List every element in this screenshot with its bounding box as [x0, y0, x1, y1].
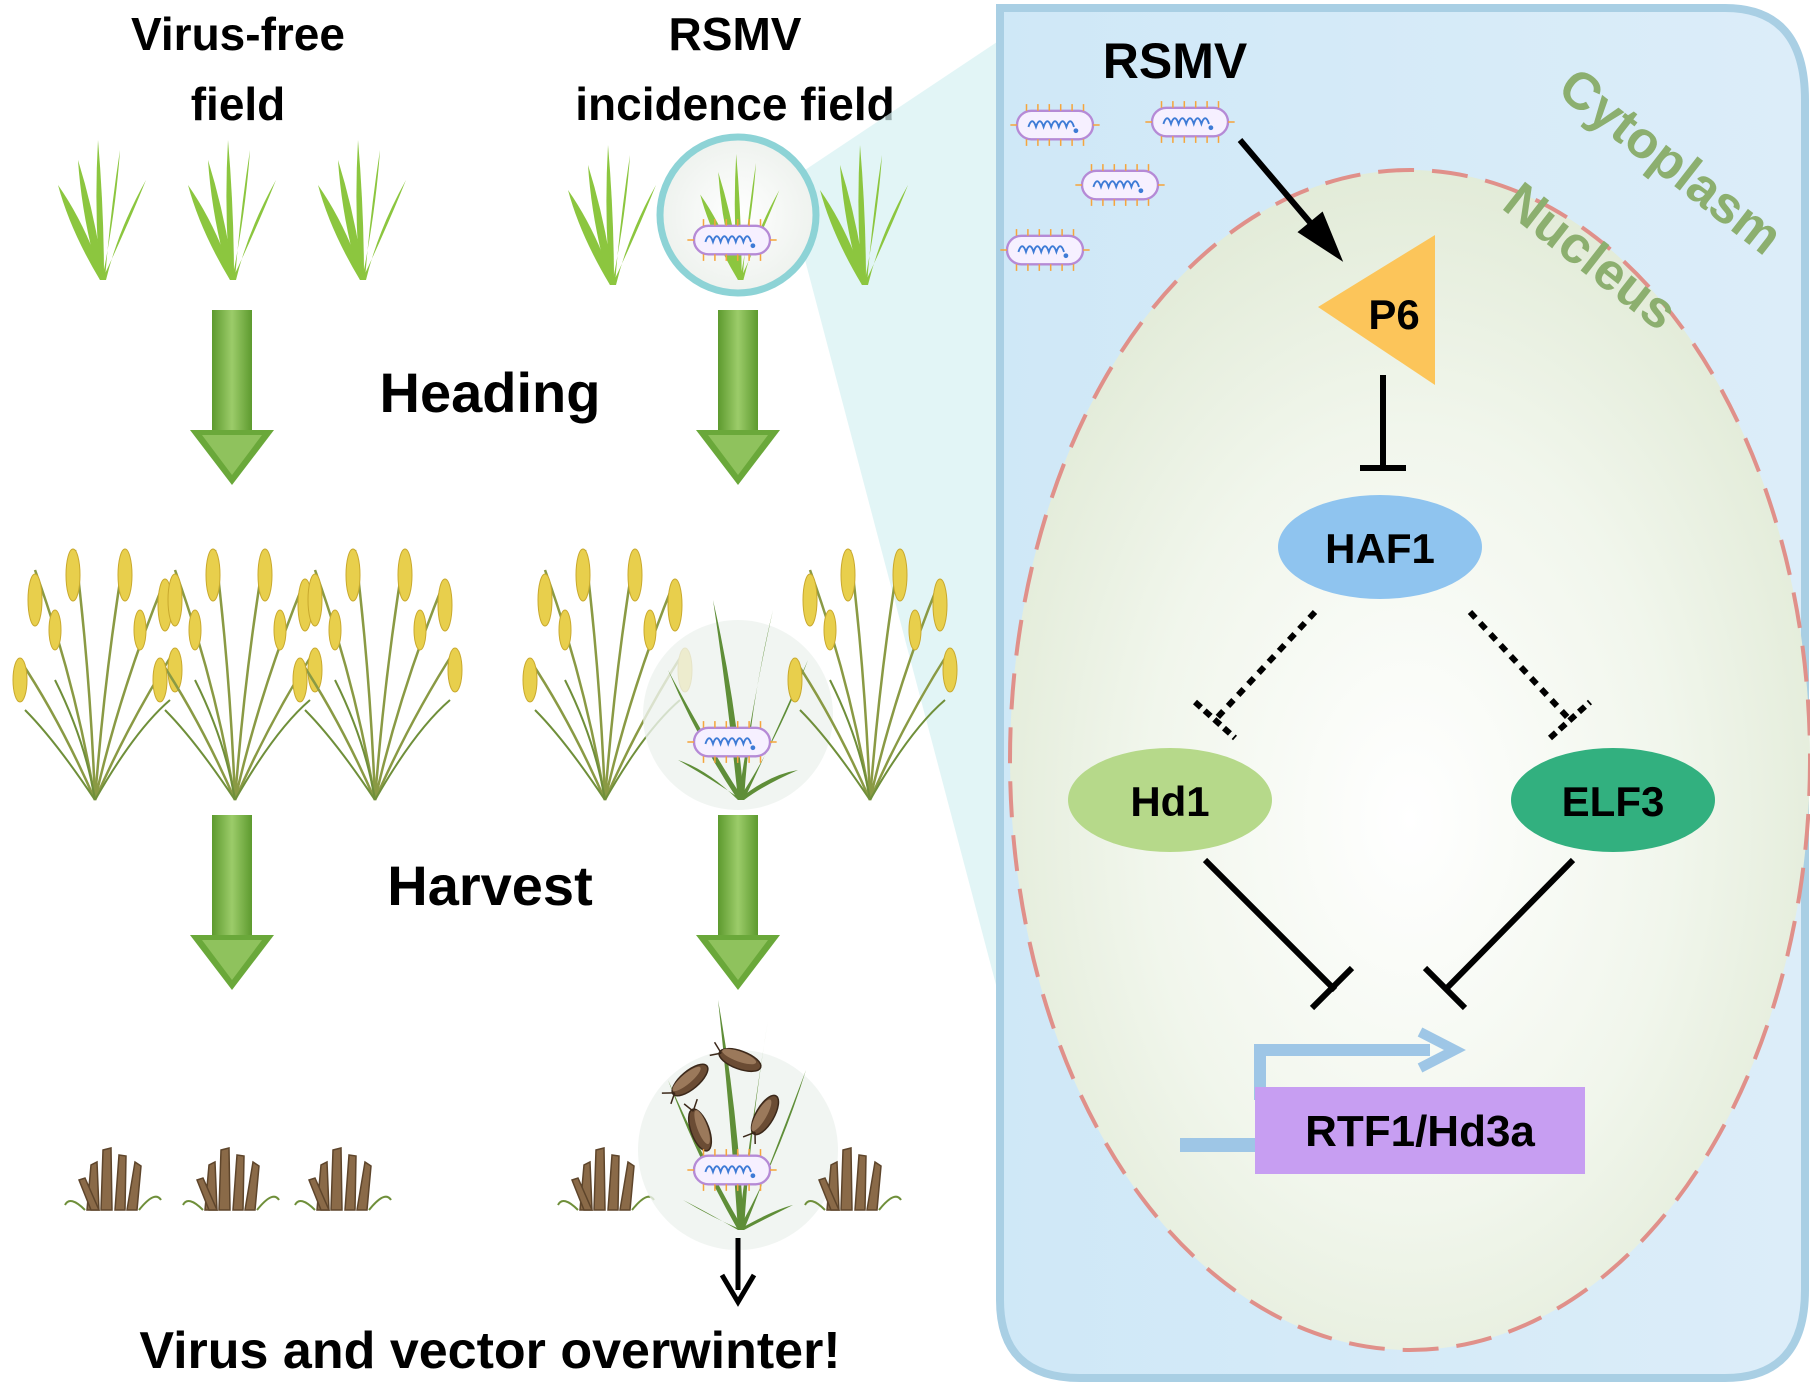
haf1-node — [1278, 495, 1482, 599]
rice-seedling-icon — [318, 140, 406, 280]
stubble-row-virus-free — [64, 1147, 392, 1211]
seedling-row-virus-free — [58, 140, 406, 280]
mature-row-virus-free — [11, 547, 464, 802]
rsmv-field-title-line1: RSMV — [669, 8, 802, 60]
heading-arrow-left — [190, 310, 274, 485]
mature-row-rsmv — [521, 547, 959, 810]
transcription-start-arrow-icon — [1180, 1027, 1466, 1152]
gene-label: RTF1/Hd3a — [1305, 1107, 1535, 1156]
hd1-label: Hd1 — [1130, 778, 1209, 825]
zoom-cone — [805, 40, 1000, 1000]
virus-free-title-line2: field — [191, 78, 286, 130]
overwinter-caption: Virus and vector overwinter! — [139, 1322, 840, 1380]
infected-plant-halo — [643, 620, 833, 810]
cell-virus-label: RSMV — [1103, 33, 1248, 89]
stubble-icon — [64, 1147, 162, 1211]
inhibition-bar-icon — [1202, 857, 1355, 1011]
inhibition-bar-icon — [1360, 375, 1406, 471]
harvest-label: Harvest — [387, 854, 592, 917]
hd1-node — [1068, 748, 1272, 852]
activation-arrow-icon — [1237, 138, 1344, 262]
p6-label: P6 — [1368, 291, 1419, 338]
rice-seedling-icon — [188, 140, 276, 280]
cell-panel: Cytoplasm Nucleus RSMV P6 HAF1 — [996, 4, 1810, 1382]
seedling-row-rsmv — [568, 133, 908, 297]
dotted-inhibition-elf3 — [1467, 609, 1593, 741]
rice-seedling-icon — [58, 140, 146, 280]
harvest-arrow-right — [696, 815, 780, 990]
elf3-label: ELF3 — [1562, 778, 1665, 825]
dotted-inhibition-hd1 — [1192, 609, 1318, 741]
heading-label: Heading — [380, 361, 601, 424]
stubble-row-rsmv — [557, 1000, 902, 1307]
rice-seedling-icon — [568, 145, 656, 285]
stubble-icon — [182, 1147, 280, 1211]
inhibition-bar-icon — [1422, 857, 1576, 1011]
left-panel: Virus-free field RSMV incidence field He… — [11, 8, 1000, 1380]
gene-box — [1255, 1087, 1585, 1174]
stubble-icon — [294, 1147, 392, 1211]
heading-arrow-right — [696, 310, 780, 485]
haf1-label: HAF1 — [1325, 525, 1435, 572]
overwinter-down-arrow-icon — [719, 1238, 757, 1307]
virus-free-title-line1: Virus-free — [131, 8, 345, 60]
rsmv-field-title-line2: incidence field — [575, 78, 895, 130]
nucleus-envelope — [1008, 168, 1810, 1352]
harvest-arrow-left — [190, 815, 274, 990]
elf3-node — [1511, 748, 1715, 852]
p6-node — [1318, 235, 1435, 385]
